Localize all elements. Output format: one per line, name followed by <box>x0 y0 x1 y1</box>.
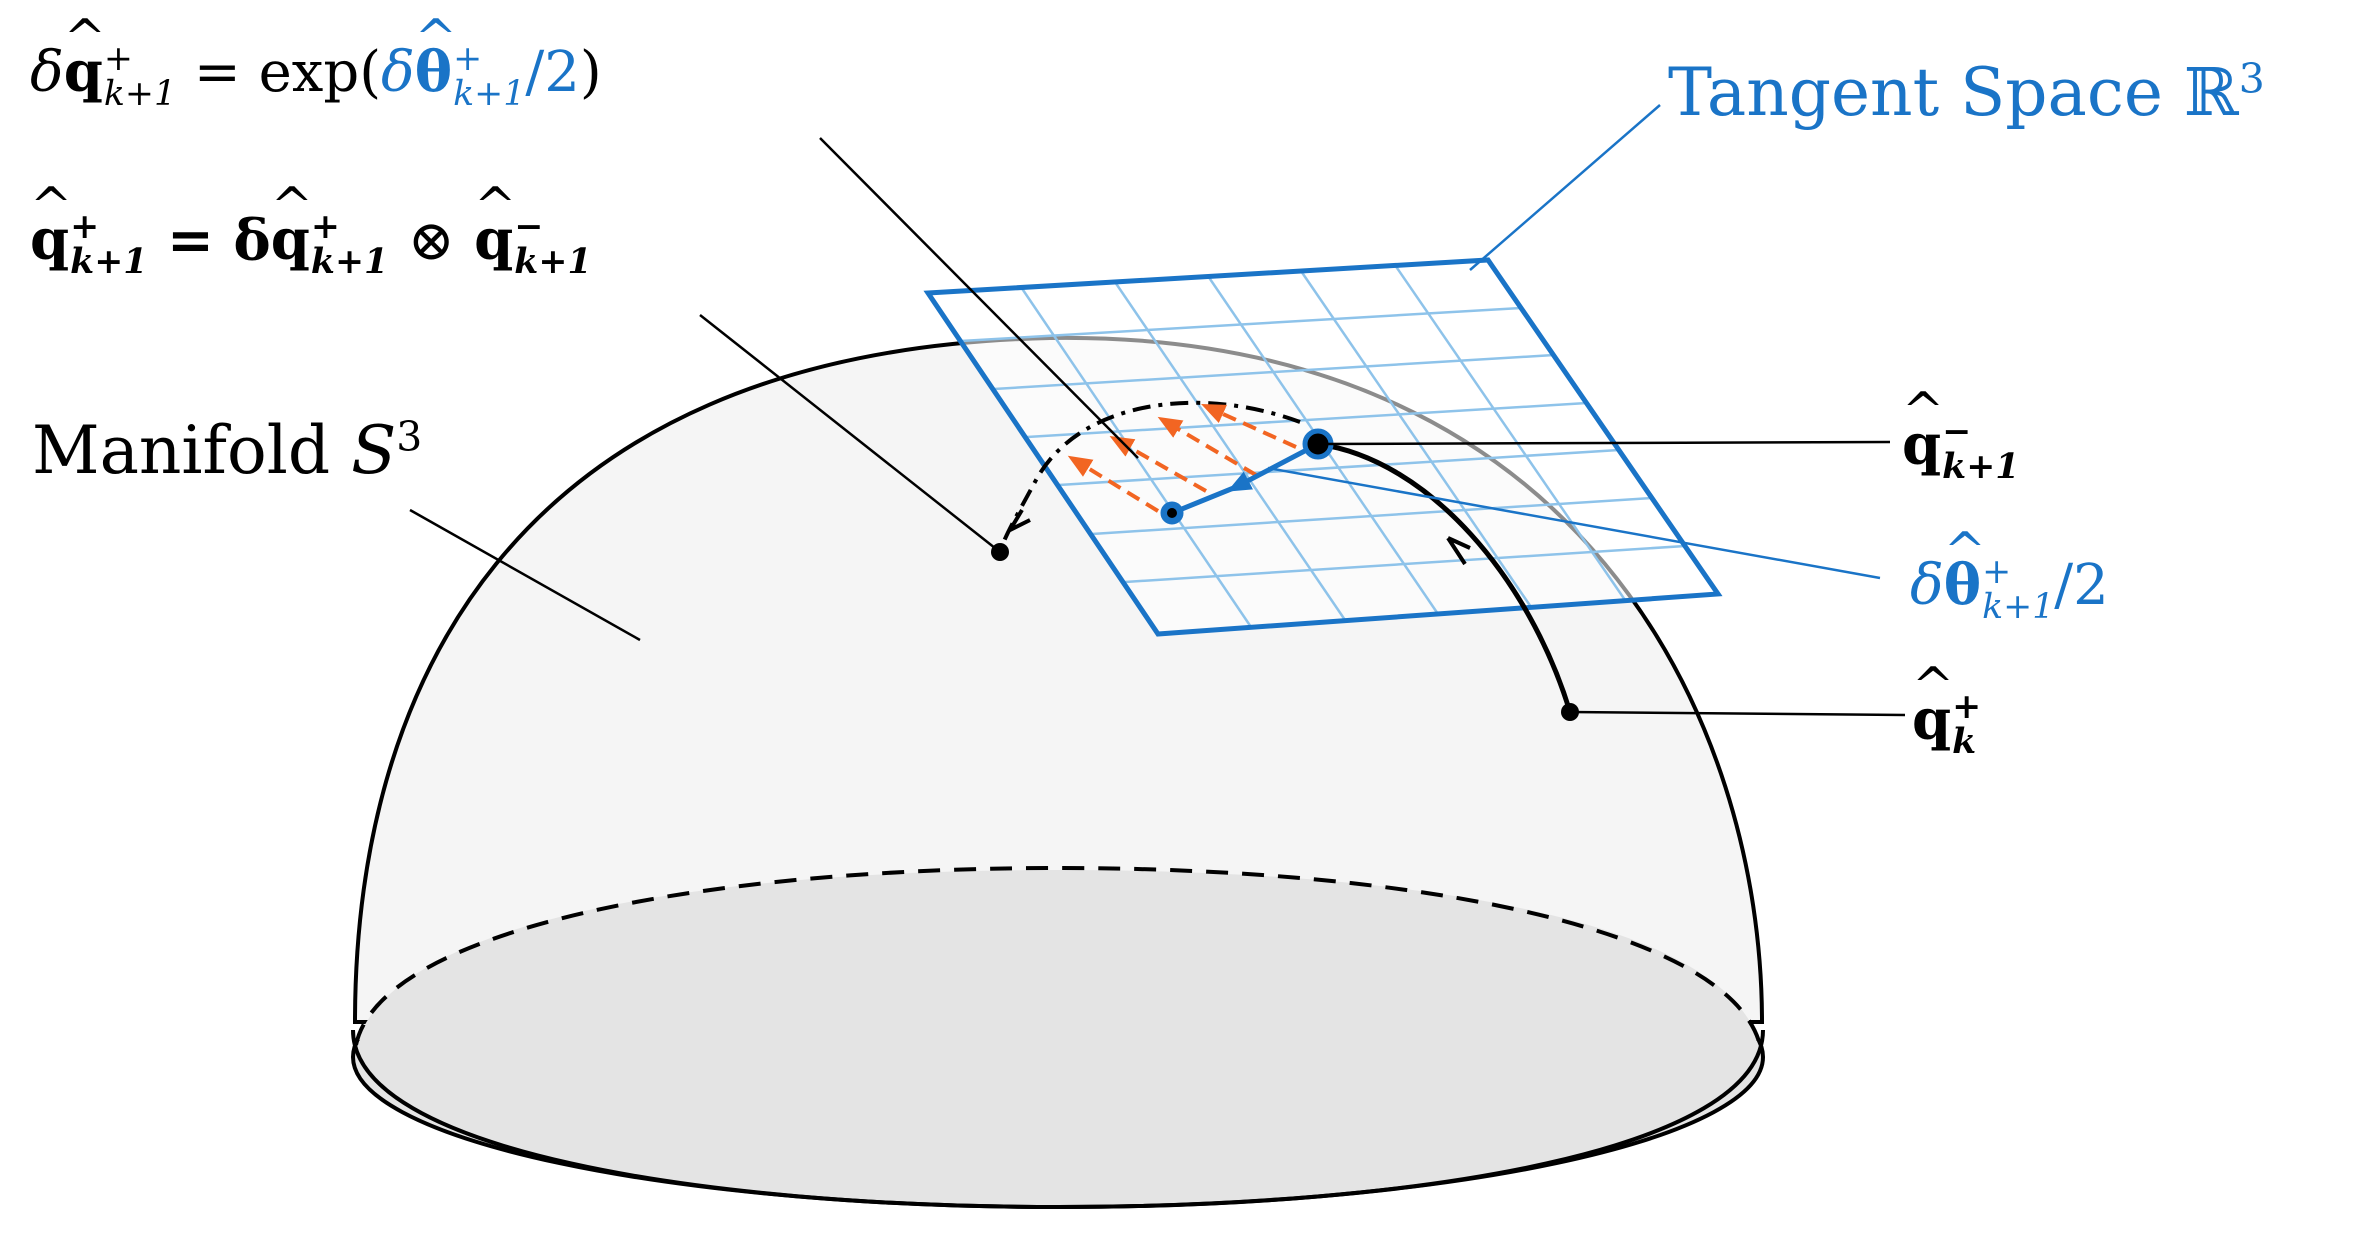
leader-manifold <box>409 508 641 642</box>
sub-k1-2: k+1 <box>310 240 389 282</box>
half-blue: /2 <box>525 40 580 106</box>
correction-vector-tail <box>1171 484 1237 516</box>
q-hat-symbol-3: q <box>474 181 513 268</box>
leader-eq2 <box>699 314 1001 553</box>
q-hat-symbol: q <box>1902 386 1941 473</box>
leader-q-prior <box>1317 440 1891 446</box>
sup-plus: + <box>1952 686 1982 727</box>
hemisphere-back-rim-cover <box>358 870 1758 1040</box>
theta-correction-label: δθ+k+1/2 <box>1910 526 2109 627</box>
tangent-space-label: Tangent Space ℝ3 <box>1668 58 2265 126</box>
sup-plus: + <box>1982 552 2012 592</box>
q-hat-symbol: q <box>1912 661 1951 748</box>
q-hat-symbol: q <box>30 181 69 268</box>
delta-symbol-blue: δ <box>381 40 415 106</box>
leader-q-posterior <box>1569 710 1906 717</box>
delta-symbol: δ <box>1910 553 1944 619</box>
equals-delta: = δ <box>166 207 271 274</box>
manifold-label: Manifold S3 <box>32 416 422 484</box>
equals-exp: = exp( <box>193 40 382 106</box>
sup-minus: − <box>1942 411 1972 452</box>
sub-k1: k+1 <box>70 240 148 282</box>
manifold-symbol: S <box>351 412 397 489</box>
exp-map-arrows <box>1067 404 1297 513</box>
tangent-space-exponent: 3 <box>2238 54 2265 103</box>
tangent-space-text: Tangent Space <box>1668 54 2163 131</box>
sup-minus: − <box>514 206 544 247</box>
leader-theta <box>1267 466 1881 580</box>
update-arc <box>998 400 1301 553</box>
sub-k1: k+1 <box>103 73 177 114</box>
otimes-symbol: ⊗ <box>407 208 455 274</box>
sub-k1: k+1 <box>1982 586 2055 627</box>
sup-plus-2: + <box>310 206 340 247</box>
sub-k1: k+1 <box>1942 445 2020 487</box>
propagation-arc <box>1317 441 1573 713</box>
half: /2 <box>2054 553 2109 619</box>
q-prior-label: q−k+1 <box>1902 386 2020 487</box>
sub-k: k <box>1952 720 1977 762</box>
q-posterior-label: q+k <box>1912 661 1982 762</box>
delta-symbol: δ <box>30 40 64 106</box>
leader-tangent <box>1469 104 1661 271</box>
q-hat-symbol-2: q <box>271 181 310 268</box>
q-hat-symbol: q <box>64 13 103 100</box>
hemisphere-front-rim <box>351 1029 1765 1210</box>
propagation-arrowhead <box>1446 536 1471 566</box>
sup-plus: + <box>103 39 133 79</box>
sub-k1-blue: k+1 <box>453 73 526 114</box>
sub-k1-3: k+1 <box>514 240 592 282</box>
manifold-text: Manifold <box>32 412 331 489</box>
sup-plus-blue: + <box>453 39 483 79</box>
hemisphere-back-rim <box>354 865 1762 1046</box>
theta-hat-symbol: θ <box>1944 526 1982 613</box>
update-arc-arrowhead <box>1004 508 1031 535</box>
tangent-space-symbol: ℝ <box>2183 54 2239 131</box>
equation-exp-map: δq+k+1 = exp(δθ+k+1/2) <box>30 13 602 114</box>
theta-hat-symbol: θ <box>415 13 453 100</box>
manifold-exponent: 3 <box>396 412 423 461</box>
close-paren: ) <box>579 40 602 106</box>
equation-quaternion-update: q+k+1 = δq+k+1 ⊗ q−k+1 <box>30 181 592 282</box>
sup-plus: + <box>70 206 100 247</box>
leader-eq1 <box>819 137 1139 459</box>
